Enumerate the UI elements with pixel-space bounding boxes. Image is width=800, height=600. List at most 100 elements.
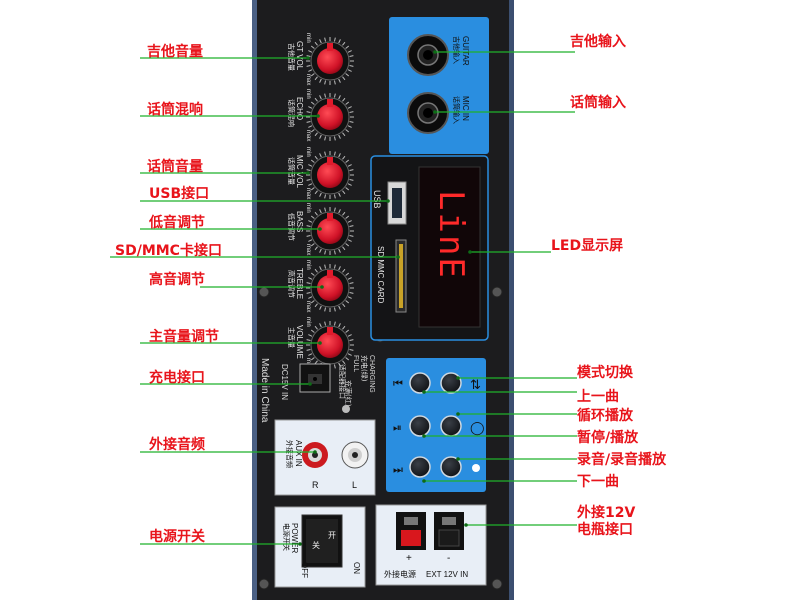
record-dot-icon (472, 464, 480, 472)
leader-line-end-17 (422, 434, 426, 438)
guitar-jack[interactable] (407, 34, 449, 76)
power-label-cn: 电源开关 (282, 523, 291, 551)
leader-line-end-2 (306, 171, 310, 175)
aux-left-jack[interactable] (341, 441, 369, 469)
usb-port[interactable] (387, 181, 407, 225)
leader-line-end-1 (316, 114, 320, 118)
leader-line-end-15 (422, 390, 426, 394)
callout-record-playback: 录音/录音播放 (577, 452, 667, 468)
knob-mic-vol-min: min (305, 147, 311, 157)
leader-line-end-12 (433, 110, 437, 114)
leader-line-end-14 (456, 376, 460, 380)
ext-power-label-cn: 外接电源 (384, 569, 416, 579)
knob-gt-vol[interactable] (306, 37, 354, 85)
mode-switch-button[interactable] (440, 372, 462, 394)
knob-treble-label-cn: 高音调节 (287, 270, 296, 298)
callout-usb-port: USB接口 (149, 186, 210, 202)
callout-bass-adjust: 低音调节 (149, 215, 205, 231)
mic-jack[interactable] (407, 92, 449, 134)
leader-line-end-0 (306, 56, 310, 60)
media-module: USB SD MMC CARD LinE (370, 155, 489, 341)
ext-power-positive-terminal[interactable] (396, 512, 426, 550)
sd-card-slot[interactable] (395, 239, 407, 313)
callout-aux-input: 外接音频 (149, 437, 205, 453)
leader-line-end-8 (308, 382, 312, 386)
knob-treble[interactable] (306, 264, 354, 312)
mode-switch-icon: ⇅ (470, 378, 481, 393)
previous-track-button[interactable] (409, 372, 431, 394)
knob-gt-vol-label: GT VOL (295, 41, 304, 71)
ext-power-negative-terminal[interactable] (434, 512, 464, 550)
callout-led-display: LED显示屏 (551, 238, 624, 254)
knob-echo-label: ECHO (295, 97, 304, 120)
repeat-play-button[interactable] (440, 415, 462, 437)
knob-bass-min: min (305, 203, 311, 213)
knob-echo-label-cn: 话筒混响 (287, 99, 296, 127)
sd-card-label: SD MMC CARD (376, 246, 385, 304)
guitar-jack-label-cn: 吉他输入 (452, 36, 461, 64)
callout-repeat-play: 循环播放 (577, 408, 633, 424)
callout-charging-port: 充电接口 (149, 370, 205, 386)
mic-jack-label-cn: 话筒输入 (452, 96, 461, 124)
callout-ext-12v-line1: 外接12V (577, 505, 636, 521)
dc-input-label-cn: 适配器接口 (338, 364, 347, 399)
guitar-jack-label: GUITAR (461, 36, 470, 66)
leader-line-ends (298, 50, 472, 546)
knob-echo-min: min (305, 89, 311, 99)
aux-right-jack[interactable] (302, 442, 328, 468)
pause-play-button[interactable] (409, 415, 431, 437)
knob-treble-label: TREBLE (295, 268, 304, 299)
leader-line-end-5 (396, 255, 400, 259)
led-display-text: LinE (431, 190, 471, 280)
knob-bass-max: max (305, 244, 311, 255)
power-on-label-cn: 开 (328, 531, 336, 540)
power-switch-panel: POWER 电源开关 ON OFF 开 关 (274, 506, 366, 588)
leader-line-end-7 (318, 341, 322, 345)
knob-gt-vol-max: max (305, 74, 311, 85)
power-off-label: OFF (300, 562, 309, 578)
ext-power-plus-label: + (406, 553, 412, 564)
full-label: FULL (352, 355, 359, 372)
knob-gt-vol-label-cn: 吉他音量 (287, 43, 296, 71)
aux-label: AUX IN (294, 440, 303, 467)
leader-line-end-16 (456, 412, 460, 416)
dc-input-jack[interactable] (299, 363, 331, 393)
repeat-play-icon: ◯ (470, 421, 485, 436)
callout-ext-12v-line2: 电瓶接口 (577, 522, 633, 538)
knob-treble-max: max (305, 301, 311, 312)
knob-volume[interactable] (306, 321, 354, 369)
led-display: LinE (418, 166, 481, 328)
leader-line-end-3 (386, 199, 390, 203)
knob-echo-max: max (305, 130, 311, 141)
knob-bass[interactable] (306, 207, 354, 255)
callout-mic-volume: 话筒音量 (147, 159, 203, 175)
knob-mic-vol-label: MIC VOL (295, 155, 304, 188)
knob-mic-vol[interactable] (306, 151, 354, 199)
leader-line-end-10 (298, 542, 302, 546)
aux-input-panel: AUX IN 外接音频 R L (274, 419, 376, 496)
charging-label-cn: 充电(绿) (360, 355, 369, 382)
pause-play-icon: ⏯ (393, 421, 402, 434)
leader-line-end-11 (433, 50, 437, 54)
ext-power-minus-label: - (447, 553, 450, 564)
callout-power-switch: 电源开关 (149, 529, 205, 545)
callout-mic-echo: 话筒混响 (147, 102, 203, 118)
record-playback-button[interactable] (440, 456, 462, 478)
next-track-button[interactable] (409, 456, 431, 478)
callout-pause-play: 暂停/播放 (577, 430, 639, 446)
leader-lines (110, 51, 577, 545)
ext-power-label: EXT 12V IN (426, 570, 468, 579)
power-switch[interactable] (301, 514, 343, 568)
callout-next-track: 下一曲 (577, 474, 619, 490)
knob-bass-label: BASS (295, 211, 304, 232)
dc-input-label: DC15V IN (280, 364, 289, 400)
prev-track-icon: ⏮ (393, 377, 403, 390)
callout-guitar-input: 吉他输入 (570, 34, 626, 50)
knob-mic-vol-max: max (305, 188, 311, 199)
knob-echo[interactable] (306, 93, 354, 141)
leader-line-end-4 (318, 227, 322, 231)
leader-line-end-19 (422, 479, 426, 483)
knob-volume-label-cn: 主音量 (287, 327, 296, 348)
knob-volume-min: min (305, 317, 311, 327)
